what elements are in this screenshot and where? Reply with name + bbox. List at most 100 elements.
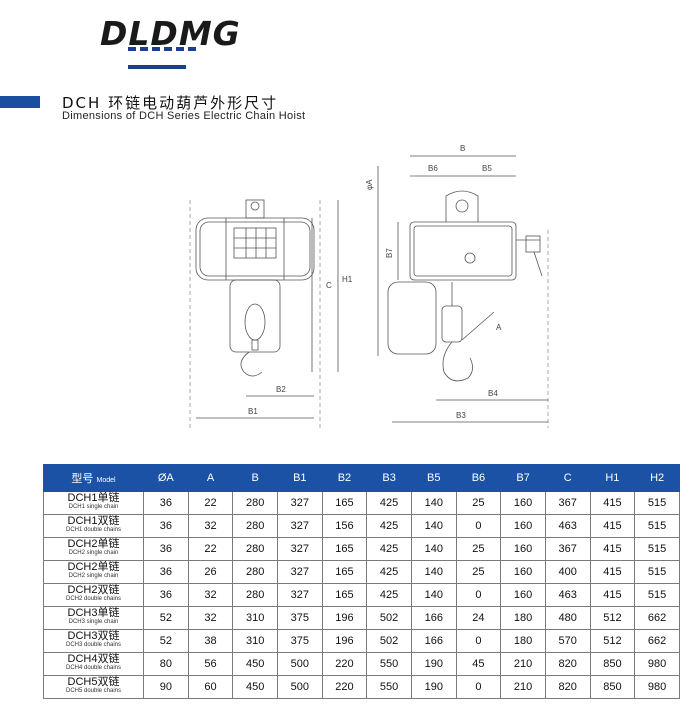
value-cell: 190 <box>410 675 457 699</box>
value-cell: 367 <box>544 491 591 515</box>
value-cell: 0 <box>455 675 502 699</box>
value-cell: 425 <box>366 491 412 515</box>
front-view <box>189 199 339 430</box>
header-model: 型号 Model <box>43 464 144 492</box>
value-cell: 140 <box>410 491 457 515</box>
value-cell: 210 <box>500 652 546 676</box>
value-cell: 52 <box>143 629 189 653</box>
page-subtitle: Dimensions of DCH Series Electric Chain … <box>62 110 306 122</box>
brand-logo: DLDMG <box>100 14 241 53</box>
model-name-en: DCH2 single chain <box>68 573 119 579</box>
model-name-cn: DCH1单链 <box>67 492 120 504</box>
value-cell: 375 <box>276 629 323 653</box>
value-cell: 820 <box>544 675 591 699</box>
value-cell: 32 <box>187 606 234 630</box>
value-cell: 550 <box>366 675 412 699</box>
value-cell: 165 <box>321 583 368 607</box>
dim-label-b4: B4 <box>488 389 498 398</box>
value-cell: 165 <box>321 537 368 561</box>
header-col: B6 <box>455 464 502 492</box>
value-cell: 196 <box>321 629 368 653</box>
value-cell: 375 <box>276 606 323 630</box>
value-cell: 36 <box>143 583 189 607</box>
value-cell: 0 <box>455 583 502 607</box>
value-cell: 32 <box>187 583 234 607</box>
value-cell: 166 <box>410 629 457 653</box>
value-cell: 140 <box>410 537 457 561</box>
value-cell: 0 <box>455 514 502 538</box>
value-cell: 80 <box>143 652 189 676</box>
value-cell: 450 <box>232 675 278 699</box>
table-header-row: 型号 Model ØA A B B1 B2 B3 B5 B6 B7 C H1 H… <box>43 464 680 492</box>
header-col: B7 <box>500 464 546 492</box>
value-cell: 196 <box>321 606 368 630</box>
value-cell: 512 <box>589 629 636 653</box>
value-cell: 280 <box>232 491 278 515</box>
value-cell: 415 <box>589 491 636 515</box>
model-name-en: DCH3 double chains <box>65 642 122 648</box>
value-cell: 160 <box>500 514 546 538</box>
dim-label-h1: H1 <box>342 275 353 284</box>
value-cell: 463 <box>544 514 591 538</box>
value-cell: 327 <box>276 537 323 561</box>
model-name-en: DCH5 double chains <box>65 688 122 694</box>
value-cell: 0 <box>455 629 502 653</box>
value-cell: 415 <box>589 537 636 561</box>
value-cell: 463 <box>544 583 591 607</box>
value-cell: 515 <box>634 537 680 561</box>
value-cell: 36 <box>143 514 189 538</box>
value-cell: 310 <box>232 606 278 630</box>
value-cell: 24 <box>455 606 502 630</box>
value-cell: 980 <box>634 675 680 699</box>
value-cell: 160 <box>500 560 546 584</box>
value-cell: 165 <box>321 491 368 515</box>
value-cell: 22 <box>187 537 234 561</box>
value-cell: 415 <box>589 560 636 584</box>
value-cell: 36 <box>143 491 189 515</box>
value-cell: 280 <box>232 514 278 538</box>
value-cell: 327 <box>276 583 323 607</box>
dim-label-c: C <box>326 281 332 290</box>
value-cell: 180 <box>500 629 546 653</box>
value-cell: 160 <box>500 537 546 561</box>
model-name-en: DCH1 double chains <box>65 527 122 533</box>
value-cell: 52 <box>143 606 189 630</box>
value-cell: 550 <box>366 652 412 676</box>
value-cell: 850 <box>589 675 636 699</box>
model-name-cn: DCH2单链 <box>67 538 120 550</box>
value-cell: 425 <box>366 560 412 584</box>
value-cell: 220 <box>321 675 368 699</box>
dim-label-b: B <box>460 144 465 153</box>
value-cell: 36 <box>143 560 189 584</box>
value-cell: 140 <box>410 514 457 538</box>
dim-label-b5: B5 <box>482 164 492 173</box>
model-name-cn: DCH2单链 <box>67 561 120 573</box>
value-cell: 165 <box>321 560 368 584</box>
value-cell: 26 <box>187 560 234 584</box>
value-cell: 140 <box>410 583 457 607</box>
model-name-cn: DCH4双链 <box>67 653 120 665</box>
value-cell: 515 <box>634 514 680 538</box>
value-cell: 570 <box>544 629 591 653</box>
model-name-en: DCH4 double chains <box>65 665 122 671</box>
header-col: B2 <box>321 464 368 492</box>
model-name-cn: DCH3单链 <box>67 607 120 619</box>
value-cell: 415 <box>589 583 636 607</box>
value-cell: 367 <box>544 537 591 561</box>
value-cell: 160 <box>500 583 546 607</box>
dim-label-b3: B3 <box>456 411 466 420</box>
value-cell: 22 <box>187 491 234 515</box>
value-cell: 166 <box>410 606 457 630</box>
value-cell: 327 <box>276 514 323 538</box>
model-name-cn: DCH2双链 <box>67 584 120 596</box>
value-cell: 32 <box>187 514 234 538</box>
value-cell: 190 <box>410 652 457 676</box>
